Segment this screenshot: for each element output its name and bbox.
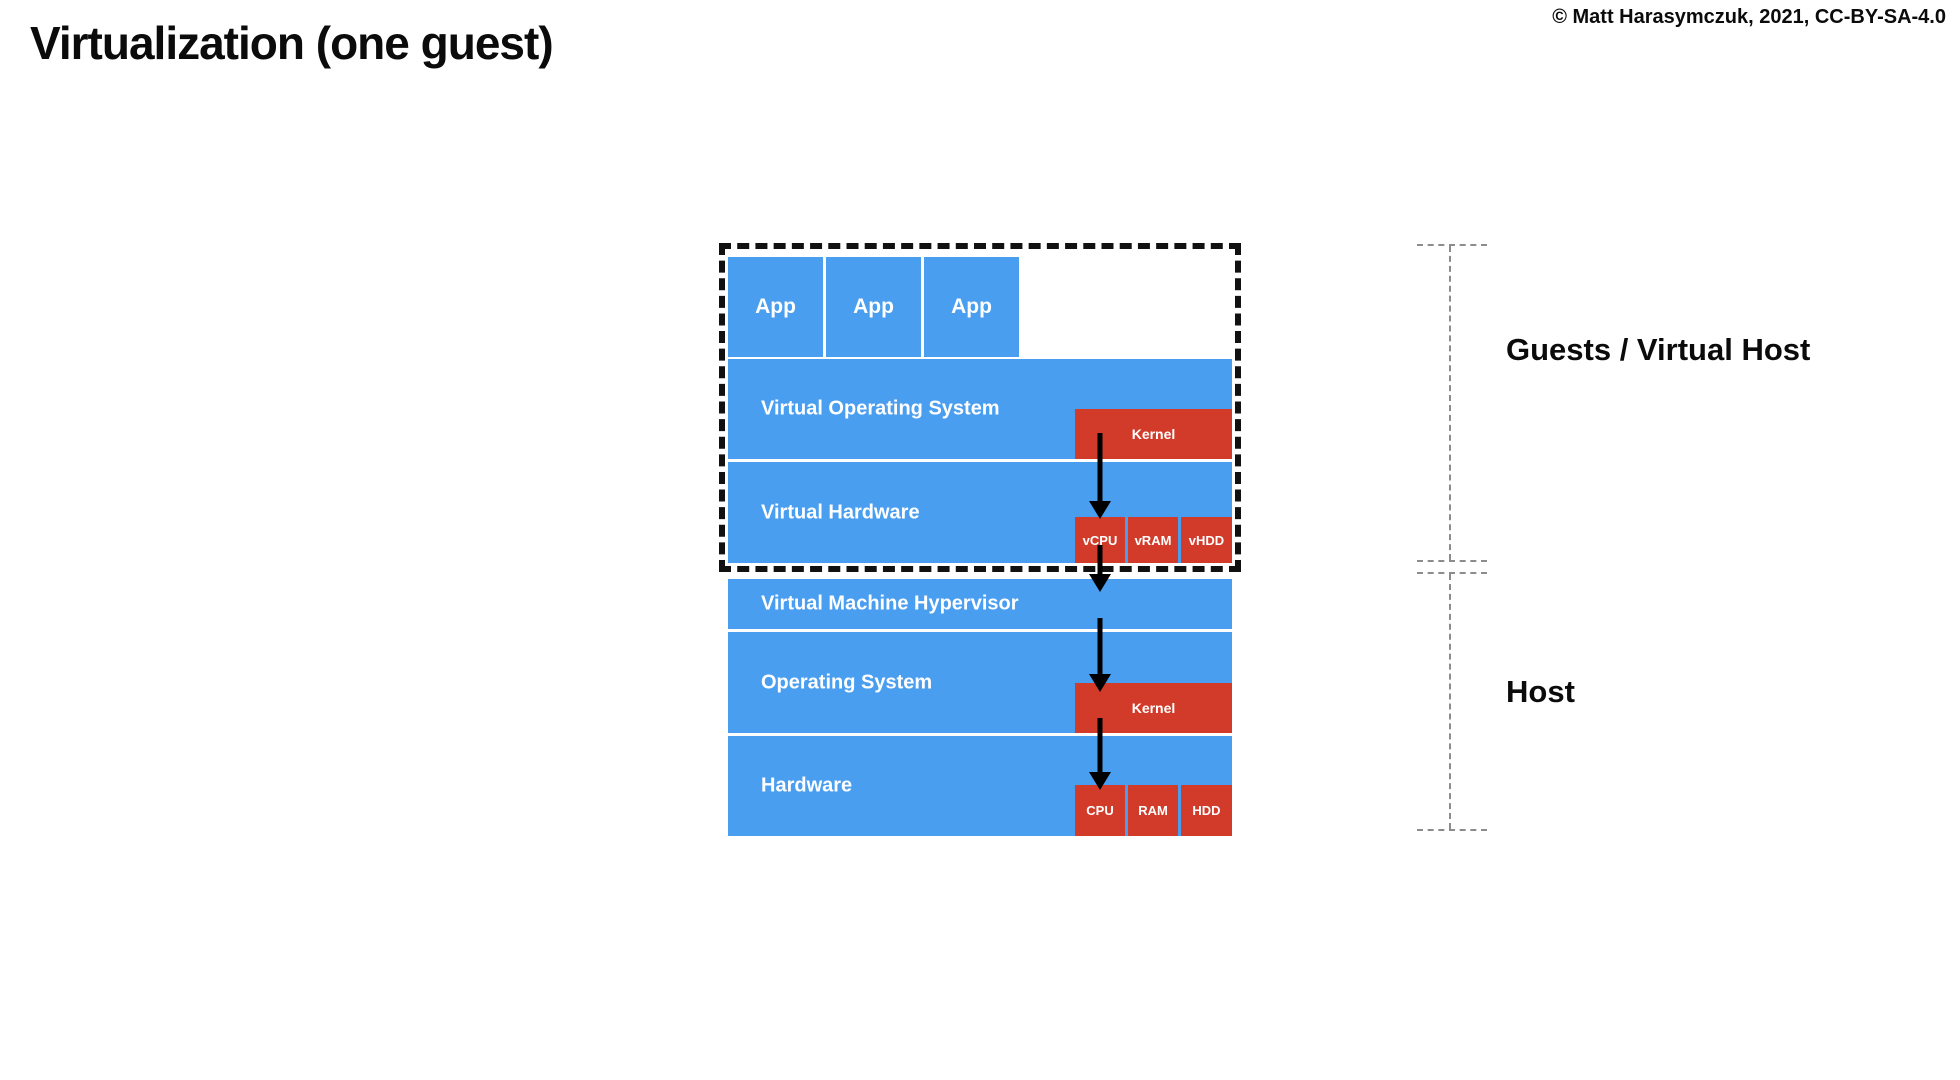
- arrow-shaft: [1097, 545, 1103, 580]
- guests-bracket-line: [1449, 246, 1451, 560]
- virtual-operating-system-layer: Virtual Operating System Kernel: [728, 359, 1232, 459]
- arrow-head-icon: [1089, 574, 1111, 592]
- arrow-vkernel-to-vcpu: [1089, 433, 1111, 519]
- arrow-shaft: [1097, 433, 1103, 507]
- guests-bracket-bottom-tick: [1417, 560, 1487, 562]
- arrow-shaft: [1097, 718, 1103, 778]
- arrow-vcpu-to-hypervisor: [1089, 545, 1111, 592]
- hardware-label: Hardware: [761, 774, 853, 797]
- host-bracket-top-tick: [1417, 572, 1487, 574]
- guest-app-block-1: App: [728, 257, 823, 357]
- arrow-hypervisor-to-kernel: [1089, 618, 1111, 692]
- hardware-components: CPU RAM HDD: [1075, 785, 1232, 836]
- hdd-box: HDD: [1181, 785, 1232, 836]
- virtual-hardware-layer: Virtual Hardware vCPU vRAM vHDD: [728, 462, 1232, 563]
- host-label: Host: [1506, 674, 1575, 709]
- arrow-head-icon: [1089, 772, 1111, 790]
- guest-dashed-boundary: [719, 243, 1241, 572]
- page-title: Virtualization (one guest): [30, 17, 554, 69]
- operating-system-layer: Operating System Kernel: [728, 632, 1232, 733]
- ram-box: RAM: [1128, 785, 1178, 836]
- arrow-kernel-to-cpu: [1089, 718, 1111, 790]
- virtual-machine-hypervisor-layer: Virtual Machine Hypervisor: [728, 579, 1232, 629]
- virtual-machine-hypervisor-label: Virtual Machine Hypervisor: [761, 592, 1019, 615]
- arrow-shaft: [1097, 618, 1103, 680]
- guests-bracket-top-tick: [1417, 244, 1487, 246]
- cpu-box: CPU: [1075, 785, 1125, 836]
- copyright-notice: © Matt Harasymczuk, 2021, CC-BY-SA-4.0: [1552, 6, 1946, 28]
- arrow-head-icon: [1089, 674, 1111, 692]
- vram-box: vRAM: [1128, 517, 1178, 563]
- virtual-hardware-label: Virtual Hardware: [761, 501, 920, 523]
- vhdd-box: vHDD: [1181, 517, 1232, 563]
- guests-virtual-host-label: Guests / Virtual Host: [1506, 332, 1811, 367]
- arrow-head-icon: [1089, 501, 1111, 519]
- host-bracket-line: [1449, 574, 1451, 829]
- hardware-layer: Hardware CPU RAM HDD: [728, 736, 1232, 836]
- guest-app-block-3: App: [924, 257, 1019, 357]
- operating-system-label: Operating System: [761, 671, 933, 693]
- virtual-hardware-components: vCPU vRAM vHDD: [1075, 517, 1232, 563]
- host-bracket-bottom-tick: [1417, 829, 1487, 831]
- virtual-operating-system-label: Virtual Operating System: [761, 397, 1000, 420]
- guest-app-block-2: App: [826, 257, 921, 357]
